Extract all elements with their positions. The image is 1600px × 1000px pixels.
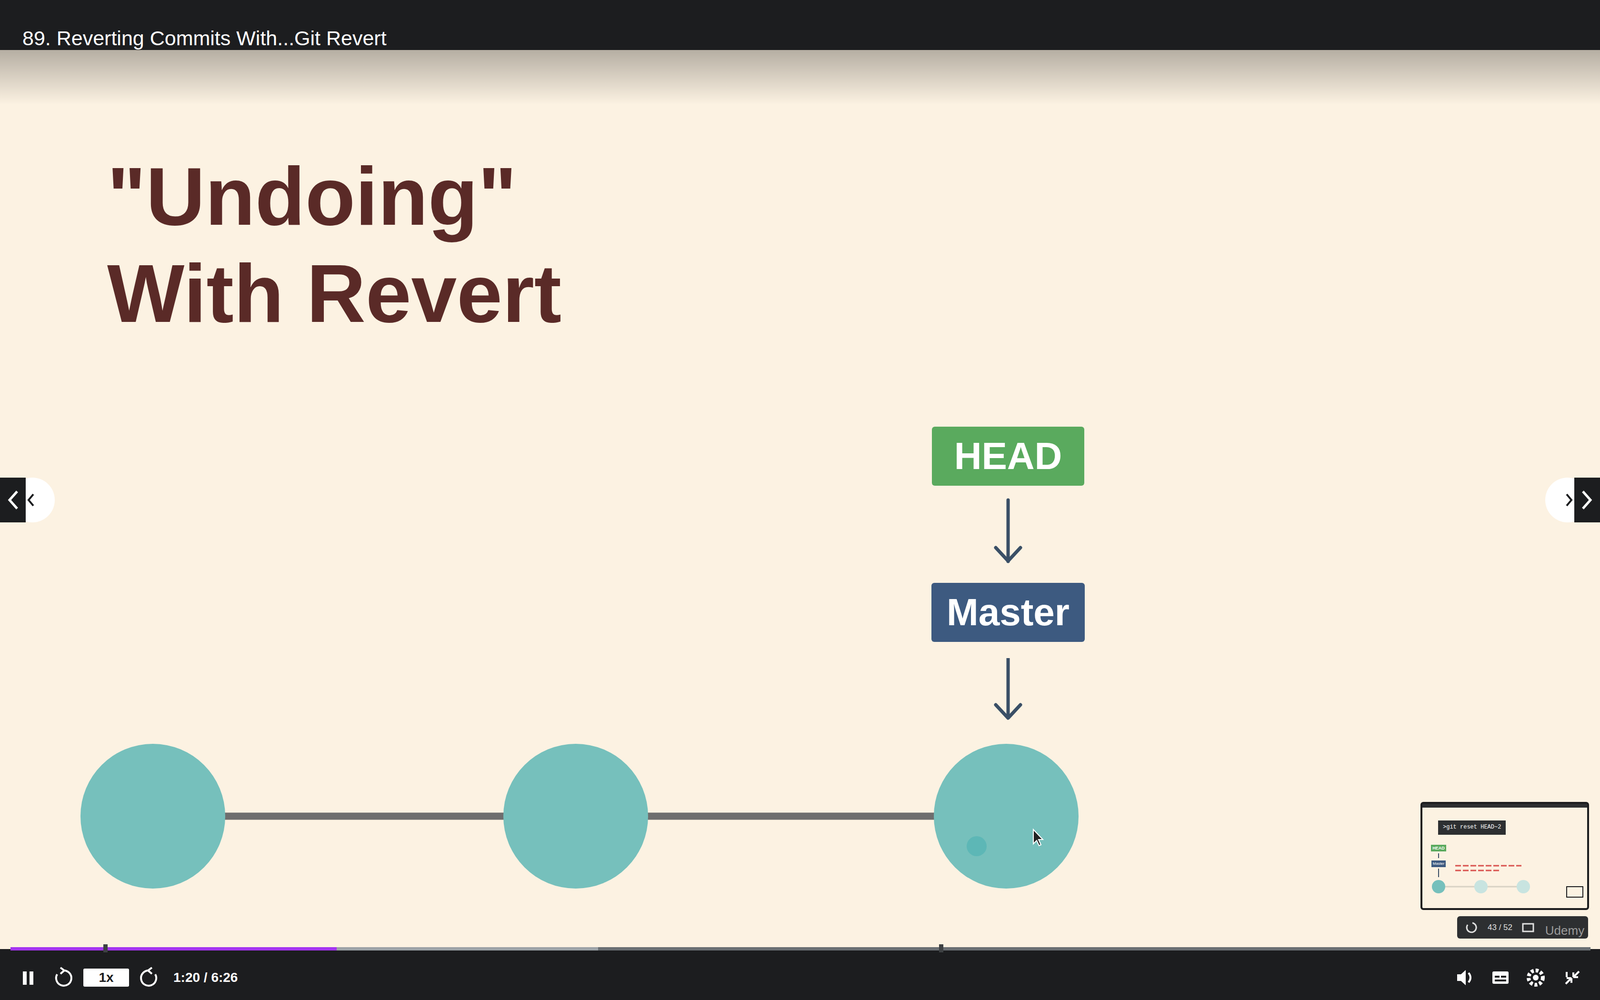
- top-shade: [0, 50, 1600, 105]
- captions-icon: [1500, 975, 1507, 978]
- thumbnail-bar: [1422, 803, 1588, 808]
- nav-chevron: [1566, 494, 1572, 506]
- exit-fullscreen-icon: [1565, 971, 1580, 984]
- progress-marker: [103, 944, 108, 953]
- nav-chevron: [1582, 491, 1591, 509]
- volume-icon: [1468, 972, 1471, 983]
- progress-buffer: [10, 947, 599, 951]
- rewind-icon: [56, 970, 72, 986]
- mouse-cursor: [1033, 829, 1043, 846]
- rewind-icon: [60, 967, 65, 974]
- captions-icon: [1494, 975, 1500, 978]
- commit-circle: [80, 743, 226, 889]
- slide-ground: [0, 50, 1600, 950]
- progress-track: [10, 947, 1591, 951]
- watermark: Udemy: [1545, 923, 1585, 939]
- thumbnail-frame: [1421, 802, 1589, 910]
- pointer-arrow: [1006, 658, 1010, 718]
- thumbnail-commit: [1474, 880, 1488, 894]
- thumbnail-icon: [1566, 886, 1583, 898]
- thumbnail-arrow: [1438, 868, 1440, 878]
- thumbnail-commit: [1516, 880, 1530, 894]
- slide-counter: 43 / 52: [1487, 922, 1513, 933]
- thumbnail-head: HEAD: [1430, 844, 1447, 852]
- commit-circle: [933, 743, 1079, 889]
- lecture-title: 89. Reverting Commits With...Git Revert: [22, 26, 387, 50]
- pointer-label: Master: [946, 593, 1070, 632]
- progress-marker: [939, 944, 944, 953]
- captions-icon: [1492, 971, 1509, 984]
- thumbnail-note: [1455, 870, 1500, 872]
- settings-icon: [1528, 970, 1543, 985]
- branch-pointer: Master: [931, 582, 1085, 642]
- thumbnail-panel: [1457, 916, 1589, 939]
- pause-icon: [22, 971, 27, 985]
- nav-button: [0, 477, 26, 523]
- pause-icon: [29, 971, 34, 985]
- nav-chevron: [9, 491, 18, 509]
- click-dot: [966, 836, 987, 857]
- nav-button: [1574, 477, 1600, 523]
- commit-circle: [503, 743, 649, 889]
- speed-button: 1x: [83, 968, 129, 987]
- head-pointer: HEAD: [931, 426, 1085, 486]
- pointer-arrowhead: [995, 704, 1021, 719]
- volume-icon: [1457, 970, 1466, 986]
- forward-icon: [148, 967, 152, 974]
- slide-heading: "Undoing" With Revert: [107, 147, 631, 342]
- pointer-label: HEAD: [954, 437, 1063, 476]
- nav-chevron: [28, 494, 34, 506]
- settings-icon: [1532, 974, 1539, 981]
- time-display: 1:20 / 6:26: [173, 970, 238, 986]
- forward-icon: [140, 970, 157, 986]
- thumbnail-commit: [1431, 880, 1446, 894]
- thumbnail-arrow: [1438, 853, 1440, 859]
- top-bar: [0, 0, 1600, 50]
- thumbnail-note: [1455, 865, 1522, 867]
- control-bar: [0, 949, 1600, 1000]
- replay-icon: [1466, 922, 1477, 933]
- captions-icon: [1494, 979, 1507, 982]
- pip-icon: [1522, 923, 1534, 932]
- pointer-arrow: [1006, 500, 1010, 562]
- thumbnail-command: >git reset HEAD~2: [1438, 820, 1506, 835]
- thumbnail-branch: Master: [1431, 860, 1446, 867]
- progress-played: [10, 947, 337, 951]
- exit-fullscreen-icon: [1565, 971, 1568, 978]
